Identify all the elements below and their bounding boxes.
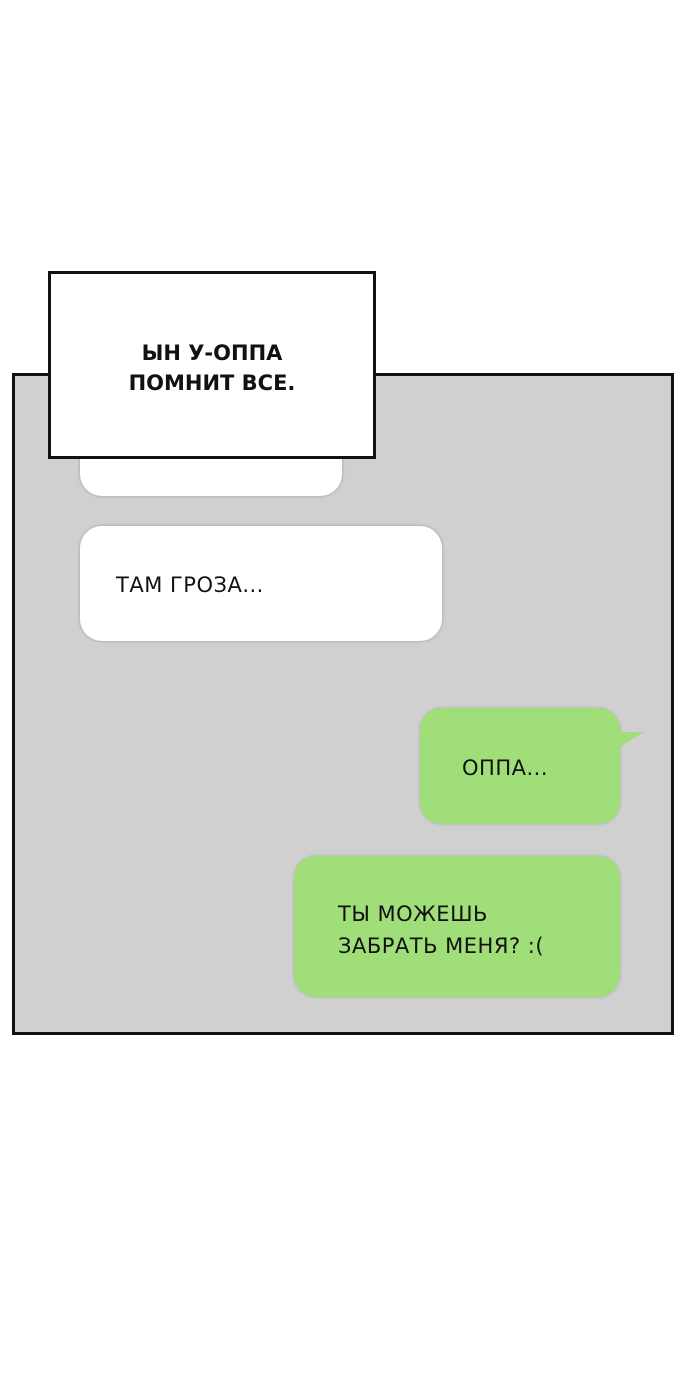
message-text: ОППА... [462, 756, 549, 780]
bubble-tail [618, 732, 644, 748]
caption-line: ЫН У-ОППА [141, 341, 283, 365]
message-text: ТАМ ГРОЗА... [116, 573, 264, 597]
narration-caption-box: ЫН У-ОППА ПОМНИТ ВСЕ. [48, 271, 376, 459]
caption-line: ПОМНИТ ВСЕ. [128, 371, 296, 395]
message-line: ТЫ МОЖЕШЬ [338, 902, 488, 926]
outgoing-message-bubble: ТЫ МОЖЕШЬ ЗАБРАТЬ МЕНЯ? :( [294, 856, 620, 997]
outgoing-message-bubble: ОППА... [420, 708, 644, 824]
message-text: ТЫ МОЖЕШЬ ЗАБРАТЬ МЕНЯ? :( [338, 898, 544, 962]
message-line: ЗАБРАТЬ МЕНЯ? :( [338, 934, 545, 958]
incoming-message-bubble: ТАМ ГРОЗА... [80, 526, 442, 641]
